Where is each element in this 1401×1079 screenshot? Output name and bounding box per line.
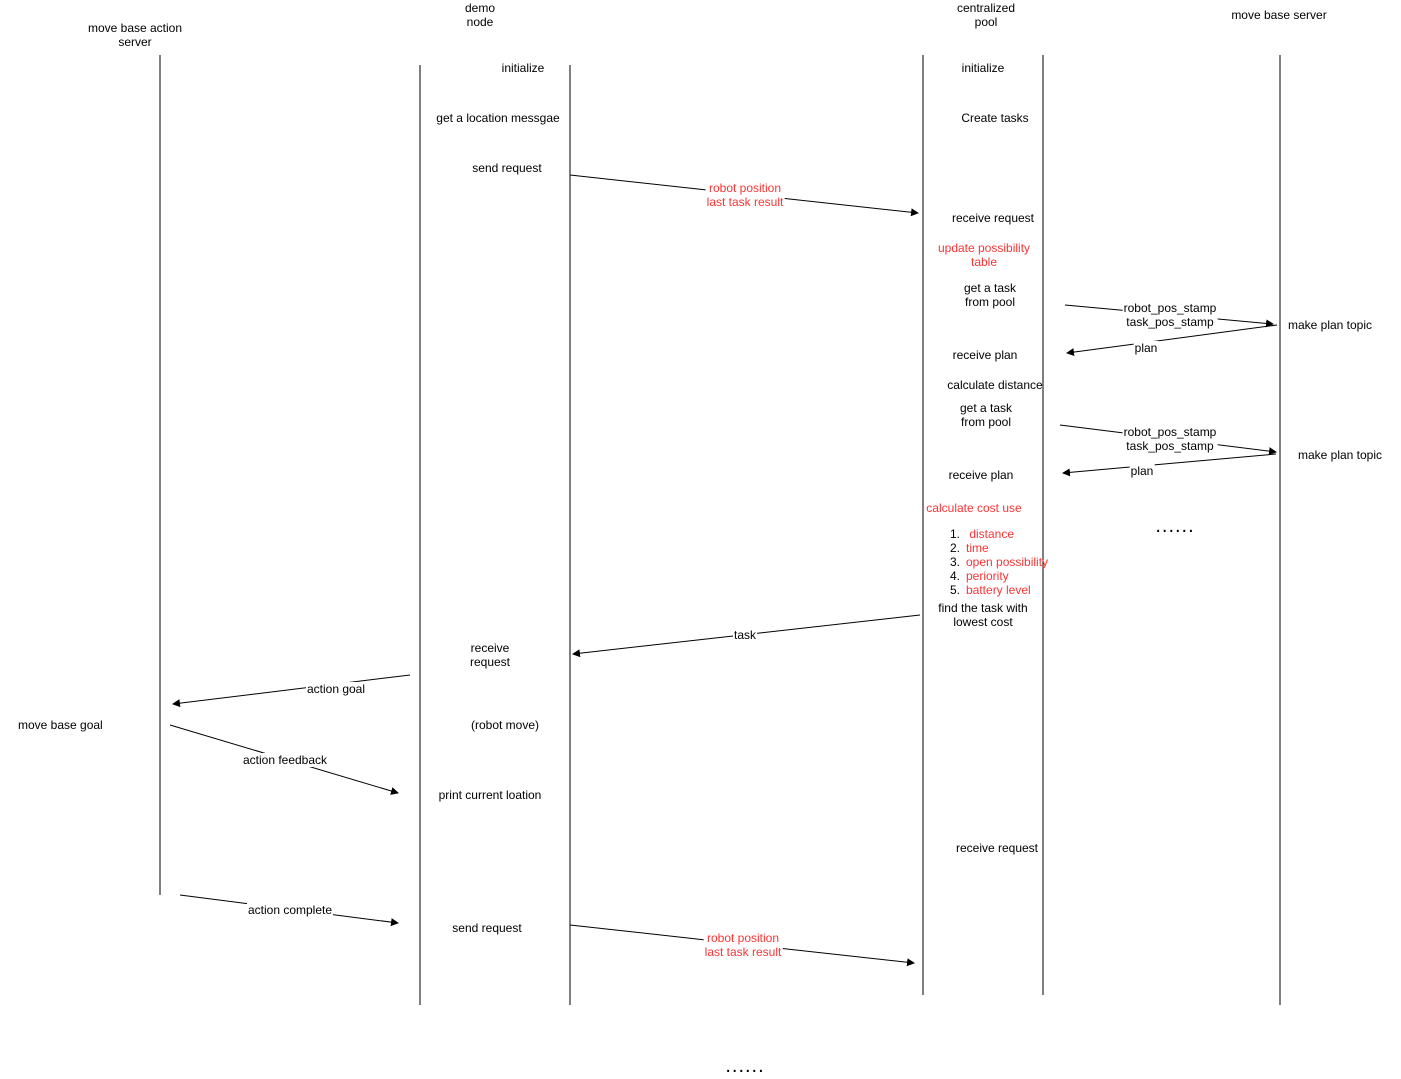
arrow-plan-2 xyxy=(1062,453,1277,477)
arrow-plan-1 xyxy=(1066,324,1278,357)
message-action-goal: action goal xyxy=(305,682,367,696)
pool-find-task: find the task with lowest cost xyxy=(938,601,1028,629)
arrow-action-goal xyxy=(172,674,411,708)
demo-get-location: get a location messgae xyxy=(436,111,560,125)
lane-header-centralized-pool: centralized pool xyxy=(956,1,1016,29)
pool-get-task-1: get a task from pool xyxy=(963,281,1017,309)
pool-receive-plan-1: receive plan xyxy=(952,348,1018,362)
demo-receive-request: receive request xyxy=(469,641,511,669)
message-robot-position-1: robot position last task result xyxy=(705,181,785,209)
cost-factor-item: 5.battery level xyxy=(950,583,1031,597)
pool-receive-request-1: receive request xyxy=(951,211,1035,225)
message-plan-1: plan xyxy=(1133,341,1159,355)
action-server-move-base-goal: move base goal xyxy=(18,718,103,732)
demo-robot-move: (robot move) xyxy=(470,718,540,732)
server-make-plan-2: make plan topic xyxy=(1297,448,1383,462)
cost-factor-item: 3.open possibility xyxy=(950,555,1049,569)
pool-update-table: update possibility table xyxy=(937,241,1031,269)
demo-send-request-1: send request xyxy=(472,161,542,175)
demo-send-request-2: send request xyxy=(452,921,522,935)
message-action-complete: action complete xyxy=(246,903,334,917)
pool-calc-cost: calculate cost use xyxy=(926,501,1022,515)
cost-factor-item: 2.time xyxy=(950,541,989,555)
message-action-feedback: action feedback xyxy=(241,753,329,767)
demo-print-location: print current loation xyxy=(438,788,542,802)
cost-factor-item: 1. distance xyxy=(950,527,1015,541)
pool-calculate-distance: calculate distance xyxy=(947,378,1043,392)
message-plan-2: plan xyxy=(1129,464,1155,478)
pool-initialize: initialize xyxy=(961,61,1005,75)
cost-factor-item: 4.periority xyxy=(950,569,1009,583)
server-make-plan-1: make plan topic xyxy=(1287,318,1373,332)
footer-ellipsis: ...... xyxy=(725,1055,765,1077)
message-task: task xyxy=(732,628,758,642)
message-stamps-1: robot_pos_stamp task_pos_stamp xyxy=(1122,301,1218,329)
lane-header-demo-node: demo node xyxy=(464,1,496,29)
cost-factor-list: 1. distance 2.time 3.open possibility 4.… xyxy=(950,527,1048,597)
message-stamps-2: robot_pos_stamp task_pos_stamp xyxy=(1122,425,1218,453)
server-ellipsis: ...... xyxy=(1155,515,1195,537)
lane-header-move-base-server: move base server xyxy=(1231,8,1327,22)
pool-get-task-2: get a task from pool xyxy=(959,401,1013,429)
message-robot-position-2: robot position last task result xyxy=(703,931,783,959)
demo-initialize: initialize xyxy=(501,61,545,75)
pool-receive-plan-2: receive plan xyxy=(948,468,1014,482)
lane-header-move-base-action-server: move base action server xyxy=(87,21,183,49)
pool-receive-request-2: receive request xyxy=(955,841,1039,855)
pool-create-tasks: Create tasks xyxy=(961,111,1029,125)
